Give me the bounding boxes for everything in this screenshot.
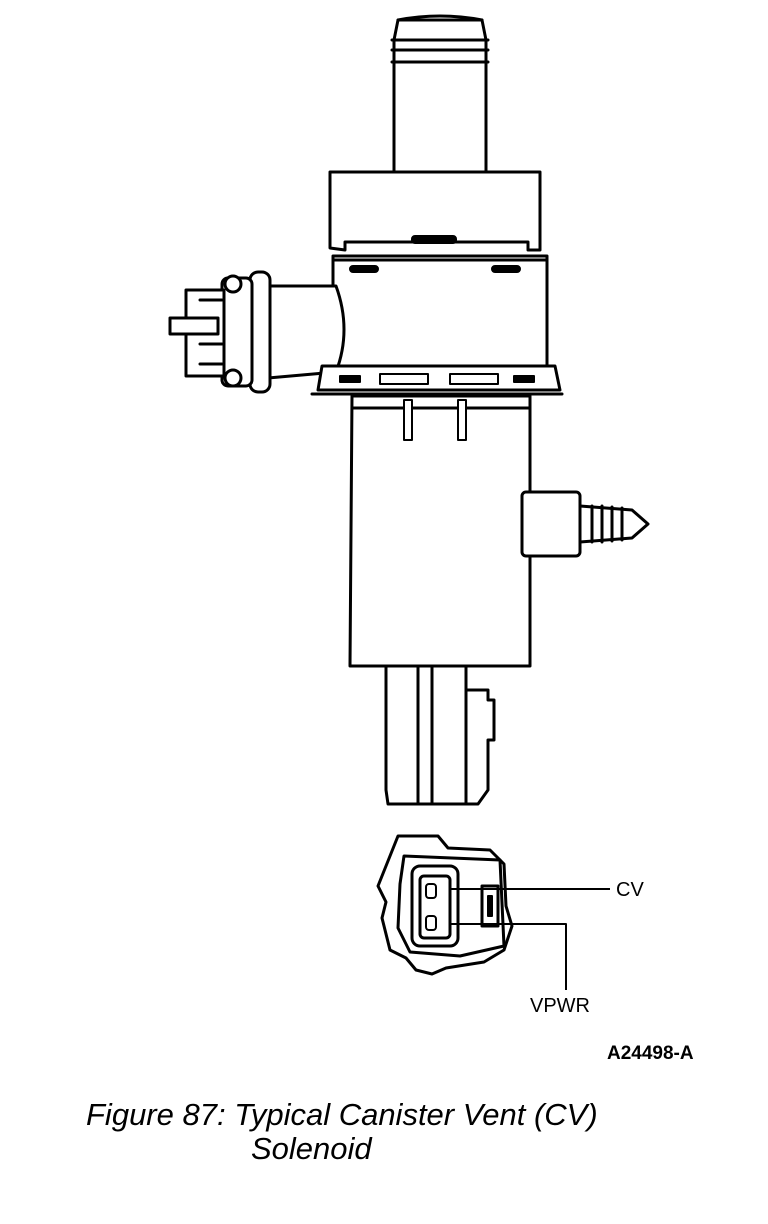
mounting-flange (310, 364, 564, 396)
side-port (168, 270, 346, 394)
caption-line-2: Solenoid (251, 1131, 372, 1166)
bottom-connector (384, 664, 496, 806)
upper-housing (328, 170, 542, 252)
threaded-stud (520, 490, 650, 558)
cv-label: CV (616, 879, 644, 901)
caption-line-1: Figure 87: Typical Canister Vent (CV) (86, 1097, 598, 1132)
vpwr-leader-line (450, 923, 567, 990)
reference-number: A24498-A (607, 1043, 694, 1064)
top-hose-nozzle (390, 14, 490, 177)
leader-lines (450, 888, 610, 990)
figure-caption: Figure 87: Typical Canister Vent (CV) So… (86, 1098, 726, 1166)
solenoid-body (348, 394, 532, 668)
connector-end-view (376, 834, 514, 976)
mid-housing (331, 254, 549, 374)
vpwr-label: VPWR (530, 995, 590, 1017)
